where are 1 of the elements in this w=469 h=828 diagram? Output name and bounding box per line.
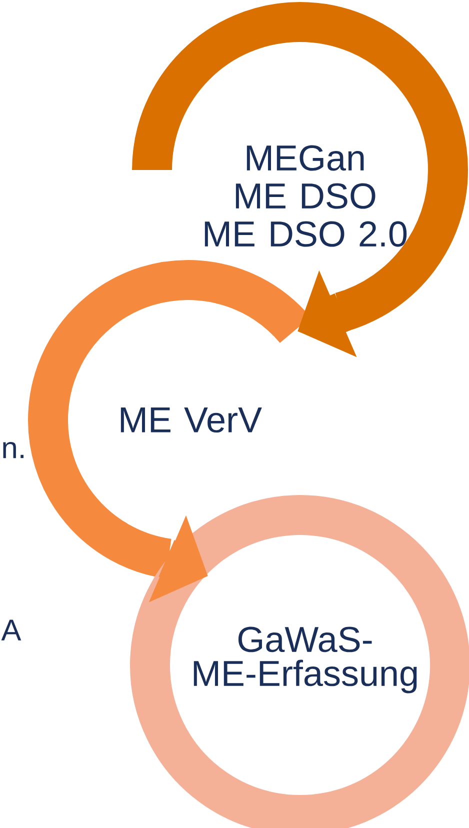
side-label: A	[1, 620, 22, 640]
